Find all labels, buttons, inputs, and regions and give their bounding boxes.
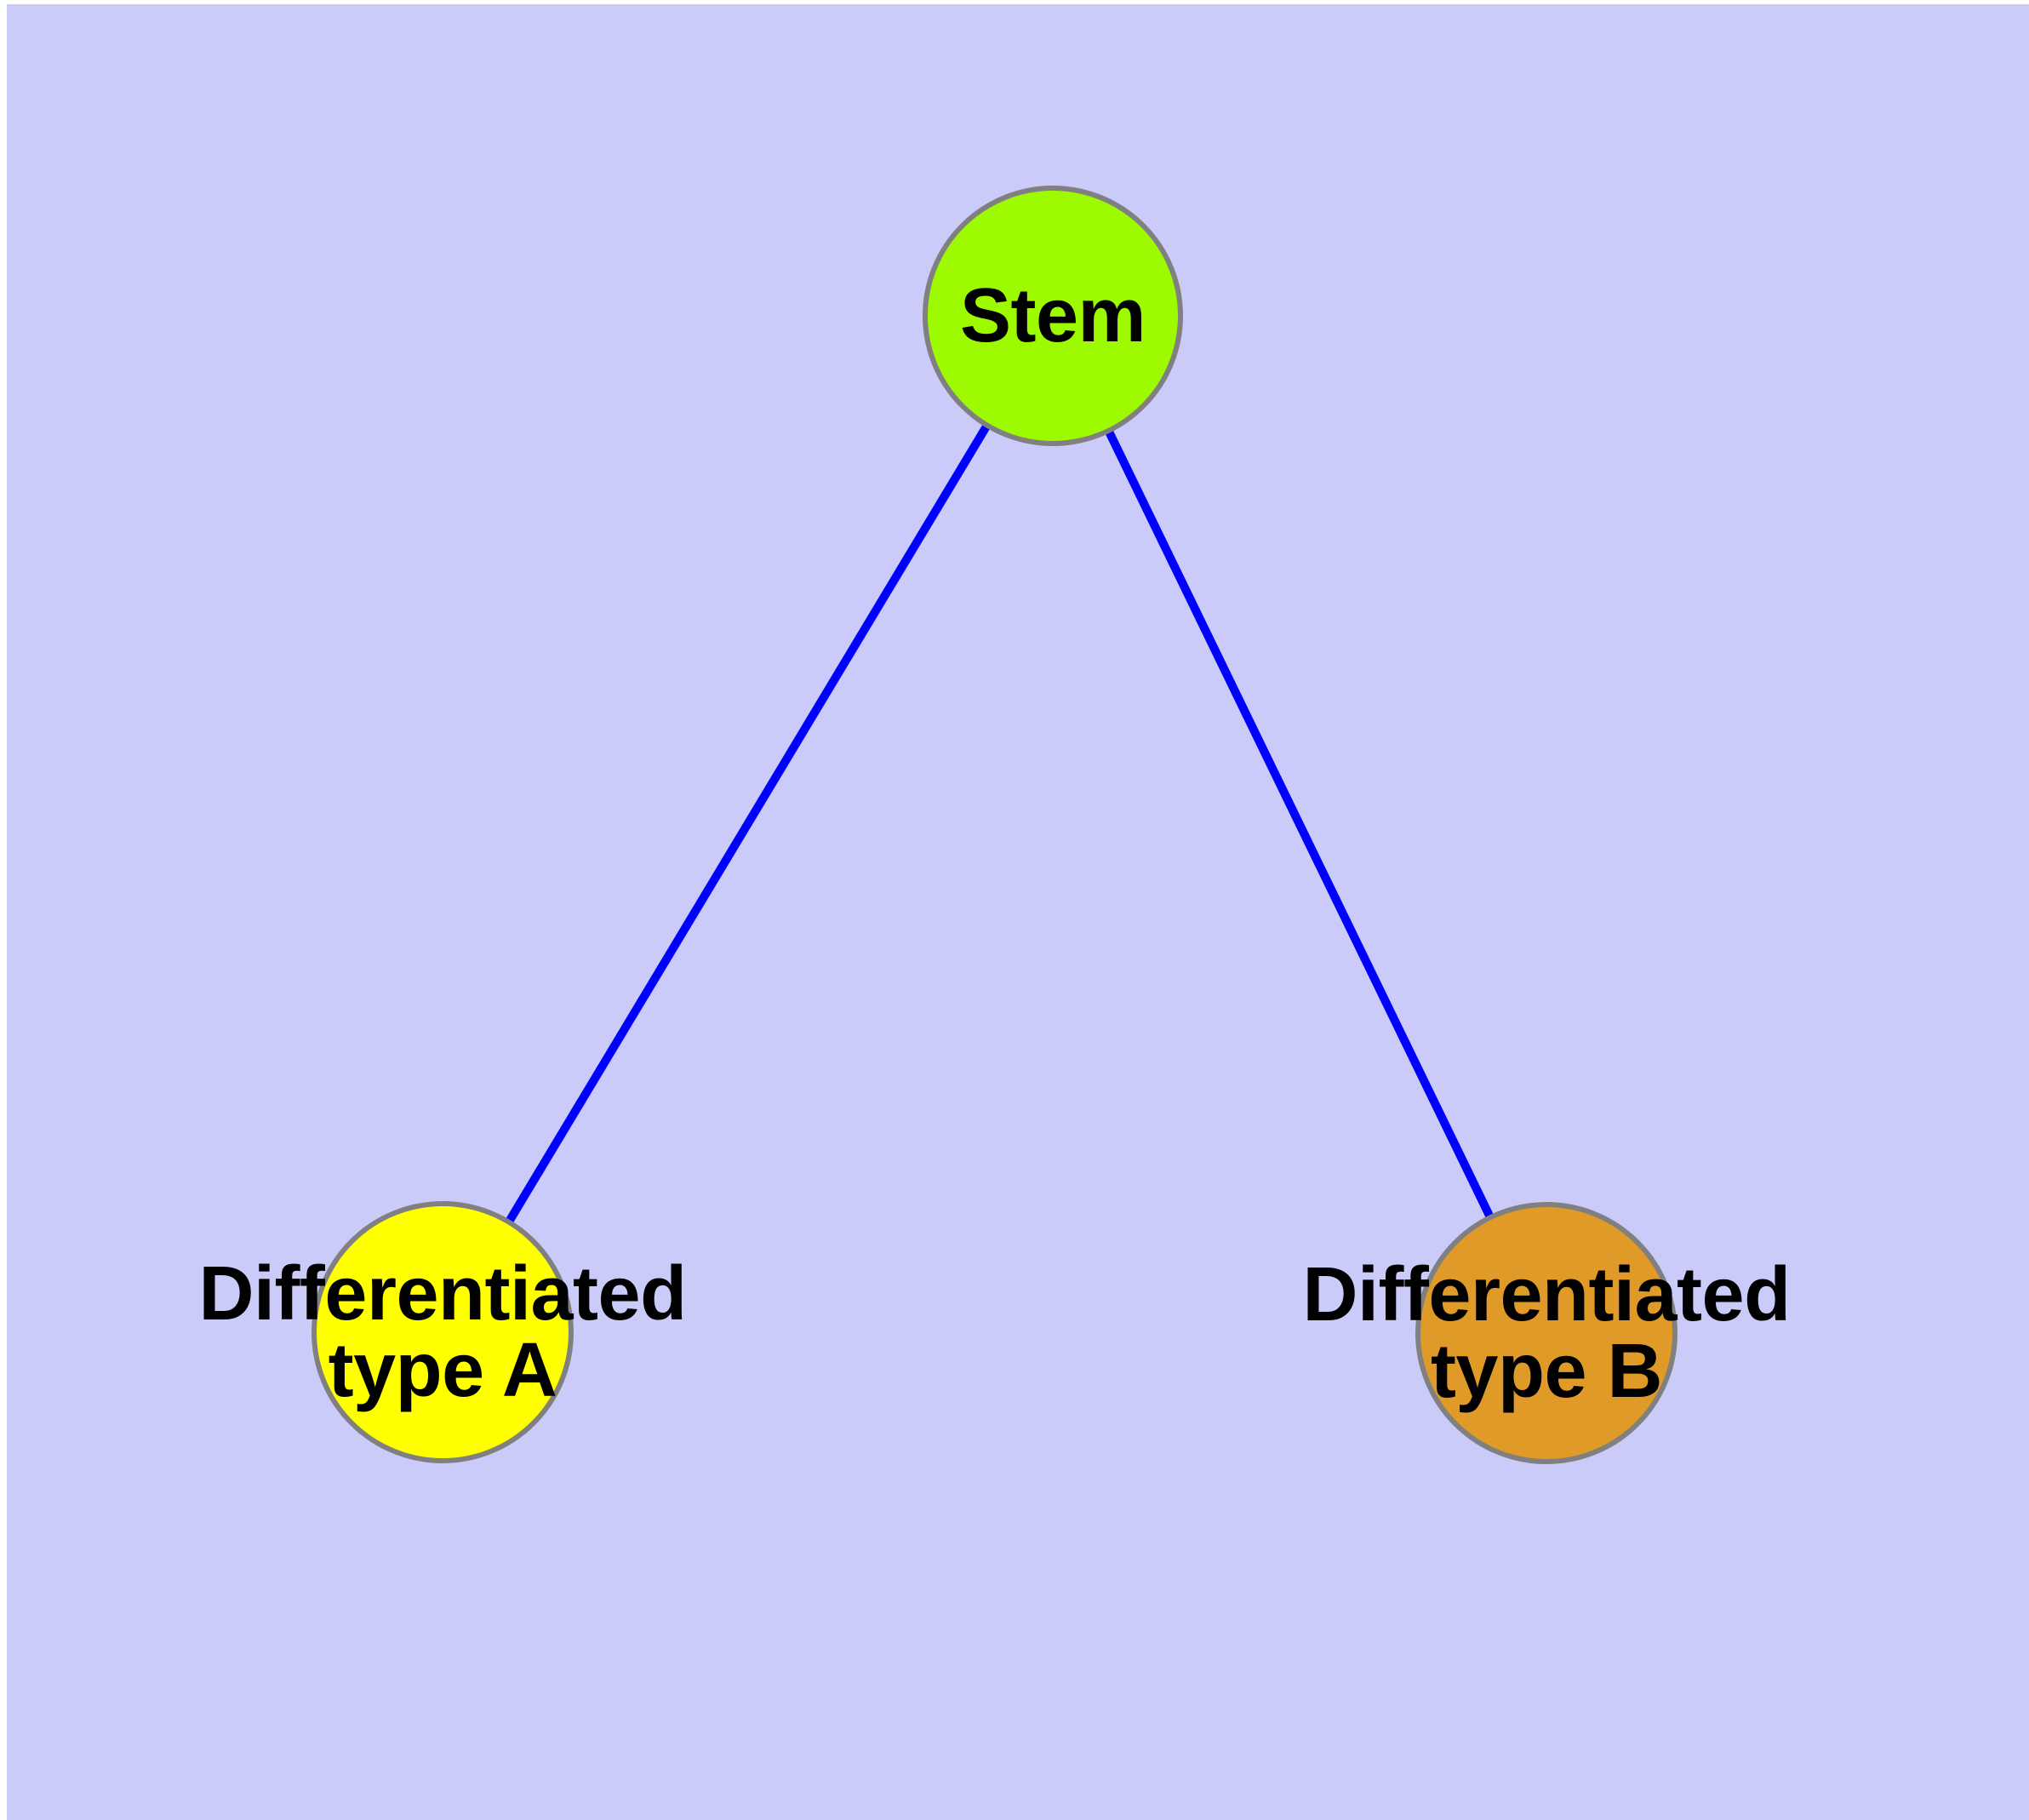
node-diff_b[interactable] bbox=[1415, 1202, 1677, 1464]
node-stem[interactable] bbox=[923, 186, 1183, 446]
edges-group bbox=[505, 423, 1495, 1224]
edge-stem-to-a bbox=[505, 423, 991, 1224]
nodes-group bbox=[311, 186, 1677, 1464]
edge-stem-to-b bbox=[1105, 429, 1495, 1219]
node-diff_a[interactable] bbox=[311, 1201, 574, 1463]
